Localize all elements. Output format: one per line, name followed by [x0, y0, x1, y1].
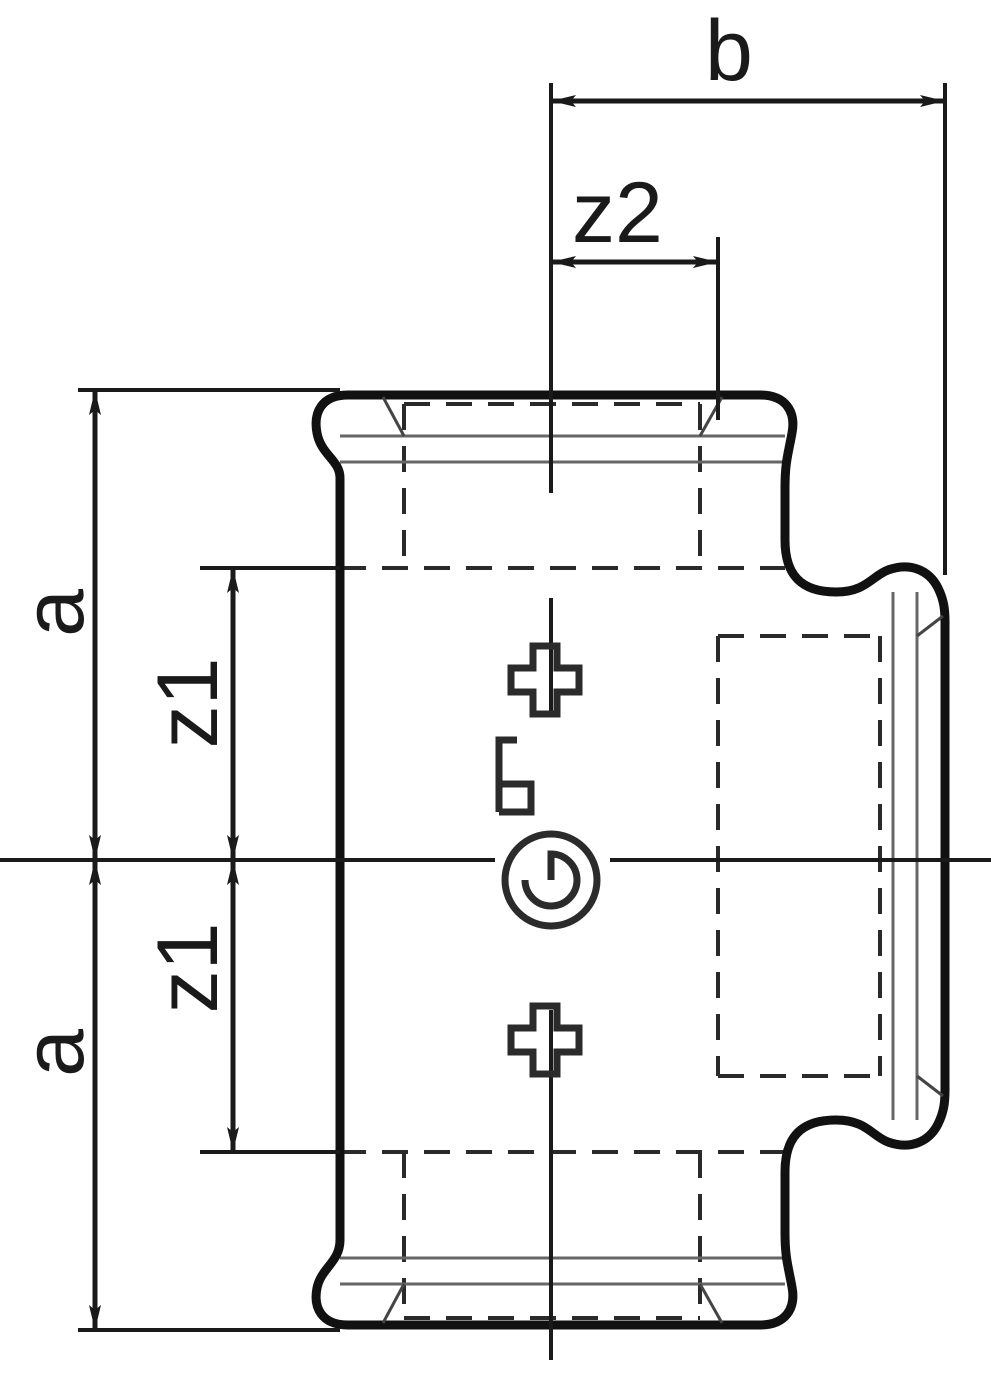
outline-lower-right-wall [755, 1115, 841, 1330]
dimension-z2 [551, 237, 720, 420]
gf-logo-f-arm [495, 736, 517, 812]
dimension-z1-top [200, 566, 340, 860]
gf-logo-outer-circle [501, 830, 601, 930]
gf-logo-cross-left [507, 1002, 583, 1078]
outline-bottom-left-bead [311, 1235, 353, 1330]
outline-upper-right-wall [755, 390, 841, 597]
chamfer-bottom-left [381, 1283, 406, 1324]
gf-logo-g-glyph [521, 850, 581, 910]
dimension-b [549, 83, 947, 575]
dimension-label-a-bottom: a [6, 1029, 102, 1077]
dimension-label-z1-bottom: z1 [140, 922, 236, 1014]
dimension-label-b: b [705, 3, 753, 99]
chamfer-top-left [381, 396, 406, 437]
chamfer-branch-bottom [916, 1074, 944, 1098]
gf-logo-f-stem [499, 780, 535, 816]
chamfer-bottom-right [698, 1283, 724, 1324]
dimension-a-bottom [78, 860, 340, 1332]
gf-logo [495, 642, 601, 1078]
dimension-z1-bottom [200, 860, 340, 1154]
outline-branch-socket [831, 562, 950, 1150]
dimension-label-a-top: a [6, 589, 102, 637]
gf-logo-cross-right [507, 642, 583, 718]
fitting-body-outline [311, 390, 950, 1330]
dimension-label-z1-top: z1 [140, 657, 236, 749]
thin-wall-lines [340, 434, 919, 1286]
dimension-label-z2: z2 [572, 165, 663, 261]
dimension-a-top [78, 388, 340, 860]
chamfer-branch-top [916, 614, 944, 638]
outline-left-wall [311, 390, 353, 1245]
